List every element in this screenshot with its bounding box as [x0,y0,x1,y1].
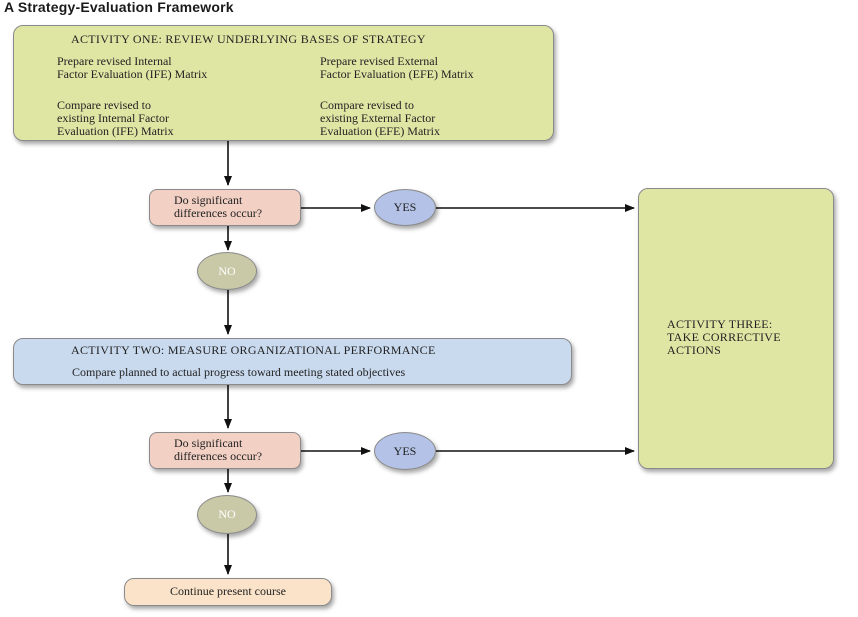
continue-text: Continue present course [170,584,286,598]
no-circle-1: NO [197,252,257,290]
activity-three-box [638,188,834,469]
no-label-2: NO [218,507,236,521]
activity-two-heading: ACTIVITY TWO: MEASURE ORGANIZATIONAL PER… [71,343,436,357]
no-label-1: NO [218,263,236,278]
continue-box [124,578,332,606]
diagram-title: A Strategy-Evaluation Framework [4,0,234,15]
activity-one-box [13,25,554,141]
yes-circle-2: YES [374,432,436,470]
yes-label-1: YES [393,200,417,214]
yes-circle-1: YES [374,189,436,226]
decision-2-box [149,432,301,469]
yes-label-2: YES [393,443,417,458]
decision-1-box [149,189,301,226]
activity-one-heading: ACTIVITY ONE: REVIEW UNDERLYING BASES OF… [71,32,426,46]
activity-two-text: Compare planned to actual progress towar… [72,365,406,379]
activity-two-box [13,338,572,385]
no-circle-2: NO [197,495,257,534]
